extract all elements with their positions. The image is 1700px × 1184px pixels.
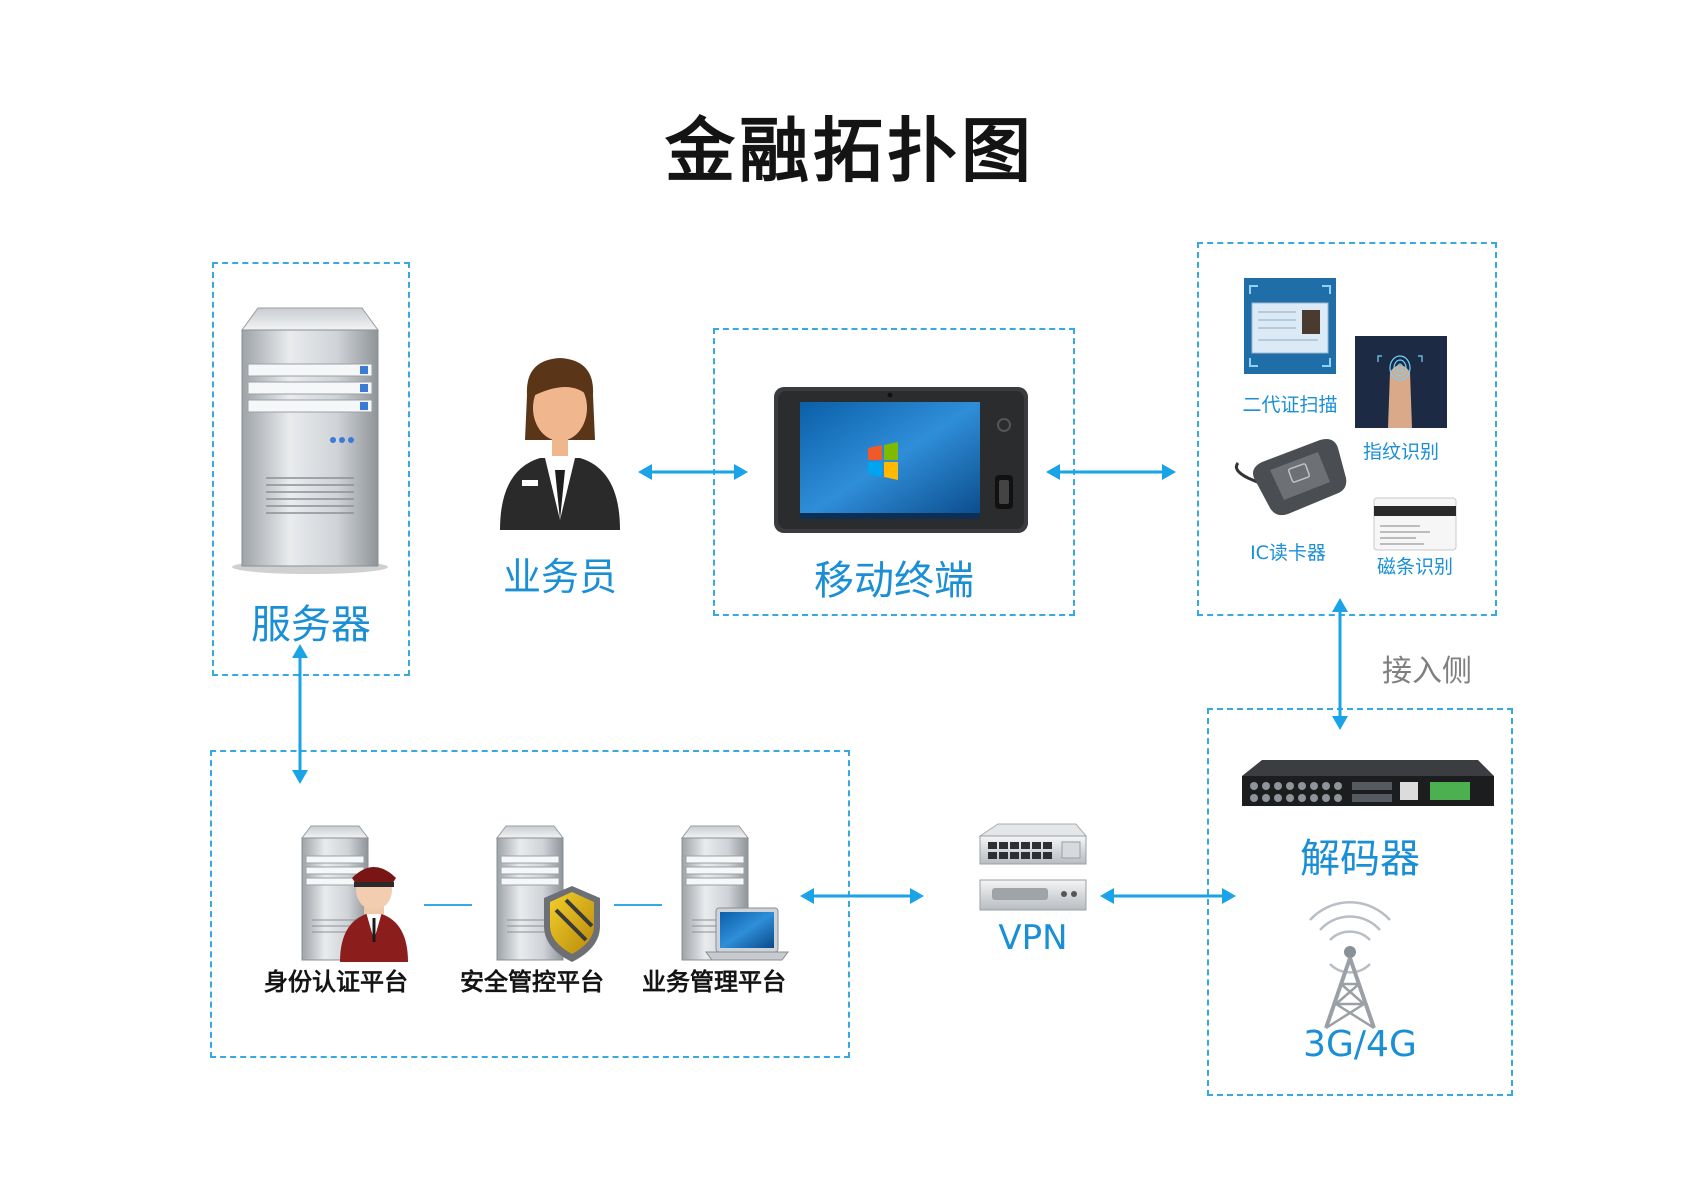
identity-platform-label: 身份认证平台 (264, 968, 408, 996)
id-scan-label: 二代证扫描 (1242, 394, 1338, 416)
vpn-label: VPN (998, 918, 1068, 958)
vpn-switch-icon (978, 823, 1088, 911)
ic-reader-label: IC读卡器 (1250, 542, 1326, 564)
fingerprint-label: 指纹识别 (1362, 441, 1439, 463)
operator-icon (500, 358, 620, 530)
magstripe-card-icon (1373, 497, 1457, 551)
arrow-platforms-vpn (800, 888, 924, 904)
identity-platform-server-icon (301, 825, 369, 961)
arrow-peripherals-decoder (1332, 598, 1348, 730)
mobile-terminal-icon (774, 387, 1028, 533)
platform-group-box (210, 750, 850, 1058)
security-guard-icon (340, 867, 408, 962)
arrow-operator-terminal (638, 464, 748, 480)
mobile-terminal-label: 移动终端 (814, 558, 974, 604)
3g4g-tower-icon (1309, 901, 1391, 1030)
peripheral-group-box (1197, 242, 1497, 616)
fingerprint-icon (1355, 336, 1447, 428)
server-icon (232, 307, 388, 574)
page-title: 金融拓扑图 (665, 109, 1035, 192)
server-label: 服务器 (251, 602, 371, 648)
business-platform-label: 业务管理平台 (642, 968, 786, 996)
decoder-icon (1242, 760, 1494, 806)
arrow-server-platforms (292, 644, 308, 784)
access-side-label: 接入侧 (1382, 654, 1472, 689)
operator-label: 业务员 (502, 555, 617, 599)
3g4g-label: 3G/4G (1303, 1024, 1417, 1065)
decoder-group-box (1207, 708, 1513, 1096)
arrow-vpn-decoder (1100, 888, 1236, 904)
ic-reader-icon (1234, 439, 1347, 516)
server-group-box (212, 262, 410, 676)
decoder-label: 解码器 (1300, 836, 1420, 882)
security-platform-label: 安全管控平台 (460, 968, 604, 996)
arrow-terminal-peripherals (1046, 464, 1176, 480)
laptop-icon (705, 907, 789, 961)
shield-icon (544, 886, 600, 962)
magstripe-label: 磁条识别 (1376, 556, 1453, 578)
id-card-scan-icon (1244, 278, 1336, 374)
